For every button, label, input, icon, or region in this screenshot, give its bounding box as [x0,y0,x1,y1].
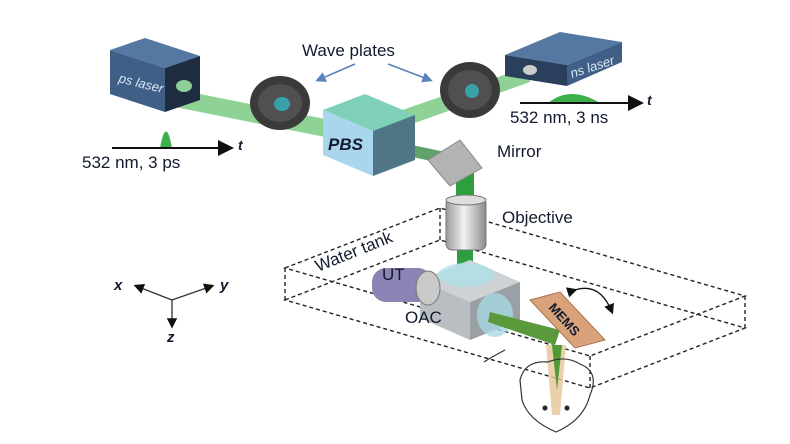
objective [445,194,487,251]
ns-pulse-graph: t 532 nm, 3 ns [510,92,653,127]
mems-rotation-arrow [565,287,614,315]
axis-x-label: x [113,277,123,294]
pbs-cube: PBS [323,94,415,176]
axis-z-label: z [166,329,175,346]
axis-y-label: y [219,277,229,294]
mirror [427,139,483,187]
ns-time-label: t [647,92,653,108]
ps-pulse-graph: t 532 nm, 3 ps [82,131,244,172]
wave-plates-label: Wave plates [302,41,395,60]
mouse-sample [483,349,594,433]
pbs-label: PBS [328,135,364,154]
wave-plate-right [440,62,500,118]
oac-label: OAC [405,308,442,327]
ultrasonic-transducer [372,268,441,306]
mirror-label: Mirror [497,142,542,161]
beam-to-mems [488,312,560,345]
wave-plates-arrow-left [315,63,356,82]
ns-laser: ns laser [505,32,622,86]
ns-pulse-label: 532 nm, 3 ns [510,108,608,127]
wave-plates-arrow-right [387,63,433,83]
coordinate-axes: x y z [113,277,229,346]
ut-label: UT [382,265,405,284]
wave-plate-left [250,76,310,130]
beam-to-sample-core [552,345,562,390]
ps-pulse-label: 532 nm, 3 ps [82,153,180,172]
ps-laser: ps laser [110,38,200,112]
ps-time-label: t [238,137,244,153]
objective-label: Objective [502,208,573,227]
